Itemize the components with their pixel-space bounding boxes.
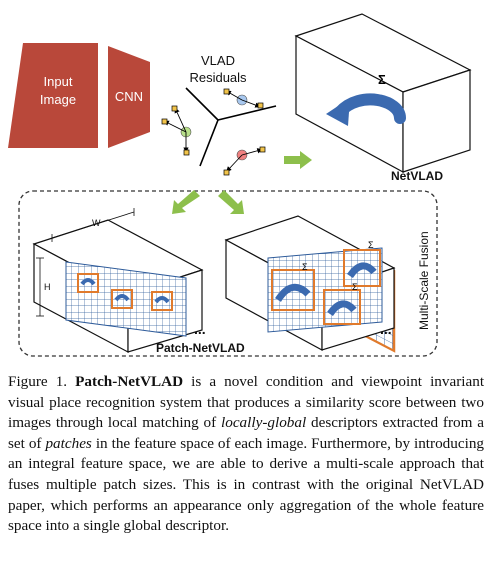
fusion-container	[18, 190, 438, 357]
sigma-right-1: Σ	[302, 262, 308, 272]
caption-line-5: in the feature space	[95, 434, 214, 452]
input-label-line2: Image	[40, 92, 76, 107]
vlad-residuals-diagram: VLAD Residuals	[161, 53, 277, 176]
cnn-label: CNN	[115, 89, 143, 104]
caption-line-3: score between two images through local m…	[8, 393, 484, 432]
figure-diagram: Input Image CNN VLAD Residuals	[8, 13, 472, 357]
green-arrow-down-left	[172, 190, 200, 214]
caption-italic-locally-global: locally-global	[221, 414, 307, 432]
netvlad-sigma: Σ	[378, 72, 386, 87]
caption-line-6: of each image. Furthermore, by introduci…	[8, 434, 485, 473]
multi-scale-fusion-label: Multi-Scale Fusion	[417, 231, 431, 330]
caption-line-9: paper, which performs an appearance only…	[8, 496, 437, 514]
height-label: H	[44, 282, 51, 292]
sigma-right-3: Σ	[368, 240, 374, 250]
caption-line-1: is a novel condition and viewpoint	[191, 373, 423, 390]
vlad-label-line1: VLAD	[201, 53, 235, 68]
caption-line-10: feature space into a single global descr…	[8, 496, 484, 535]
caption-bold-term: Patch-NetVLAD	[75, 373, 184, 390]
patch-feature-box-right: Σ Σ Σ ...	[224, 215, 396, 352]
input-label-line1: Input	[44, 74, 73, 89]
caption-line-8: multiple patch sizes. This is in contras…	[45, 475, 485, 493]
ellipsis-right: ...	[380, 321, 392, 337]
cnn-block: CNN	[108, 46, 150, 148]
caption-line-7: space, we are able to derive a multi-sca…	[8, 455, 485, 493]
figure-number: Figure 1.	[8, 373, 68, 390]
sigma-right-2: Σ	[352, 282, 358, 292]
patch-feature-box-left: W H ...	[32, 208, 206, 353]
netvlad-label: NetVLAD	[391, 169, 443, 183]
input-image-block: Input Image	[8, 43, 98, 148]
caption-italic-patches: patches	[45, 434, 92, 452]
green-arrow-right	[284, 151, 312, 169]
vlad-label-line2: Residuals	[189, 70, 247, 85]
ellipsis-left: ...	[194, 321, 206, 337]
green-arrow-down-right	[218, 190, 244, 214]
caption-line-4: descriptors extracted from a set of	[8, 414, 484, 452]
figure-caption: Figure 1. Patch-NetVLAD is a novel condi…	[8, 372, 484, 537]
patch-netvlad-label: Patch-NetVLAD	[156, 341, 245, 355]
width-label: W	[92, 218, 101, 228]
caption-line-2: invariant visual place recognition syste…	[8, 373, 485, 411]
